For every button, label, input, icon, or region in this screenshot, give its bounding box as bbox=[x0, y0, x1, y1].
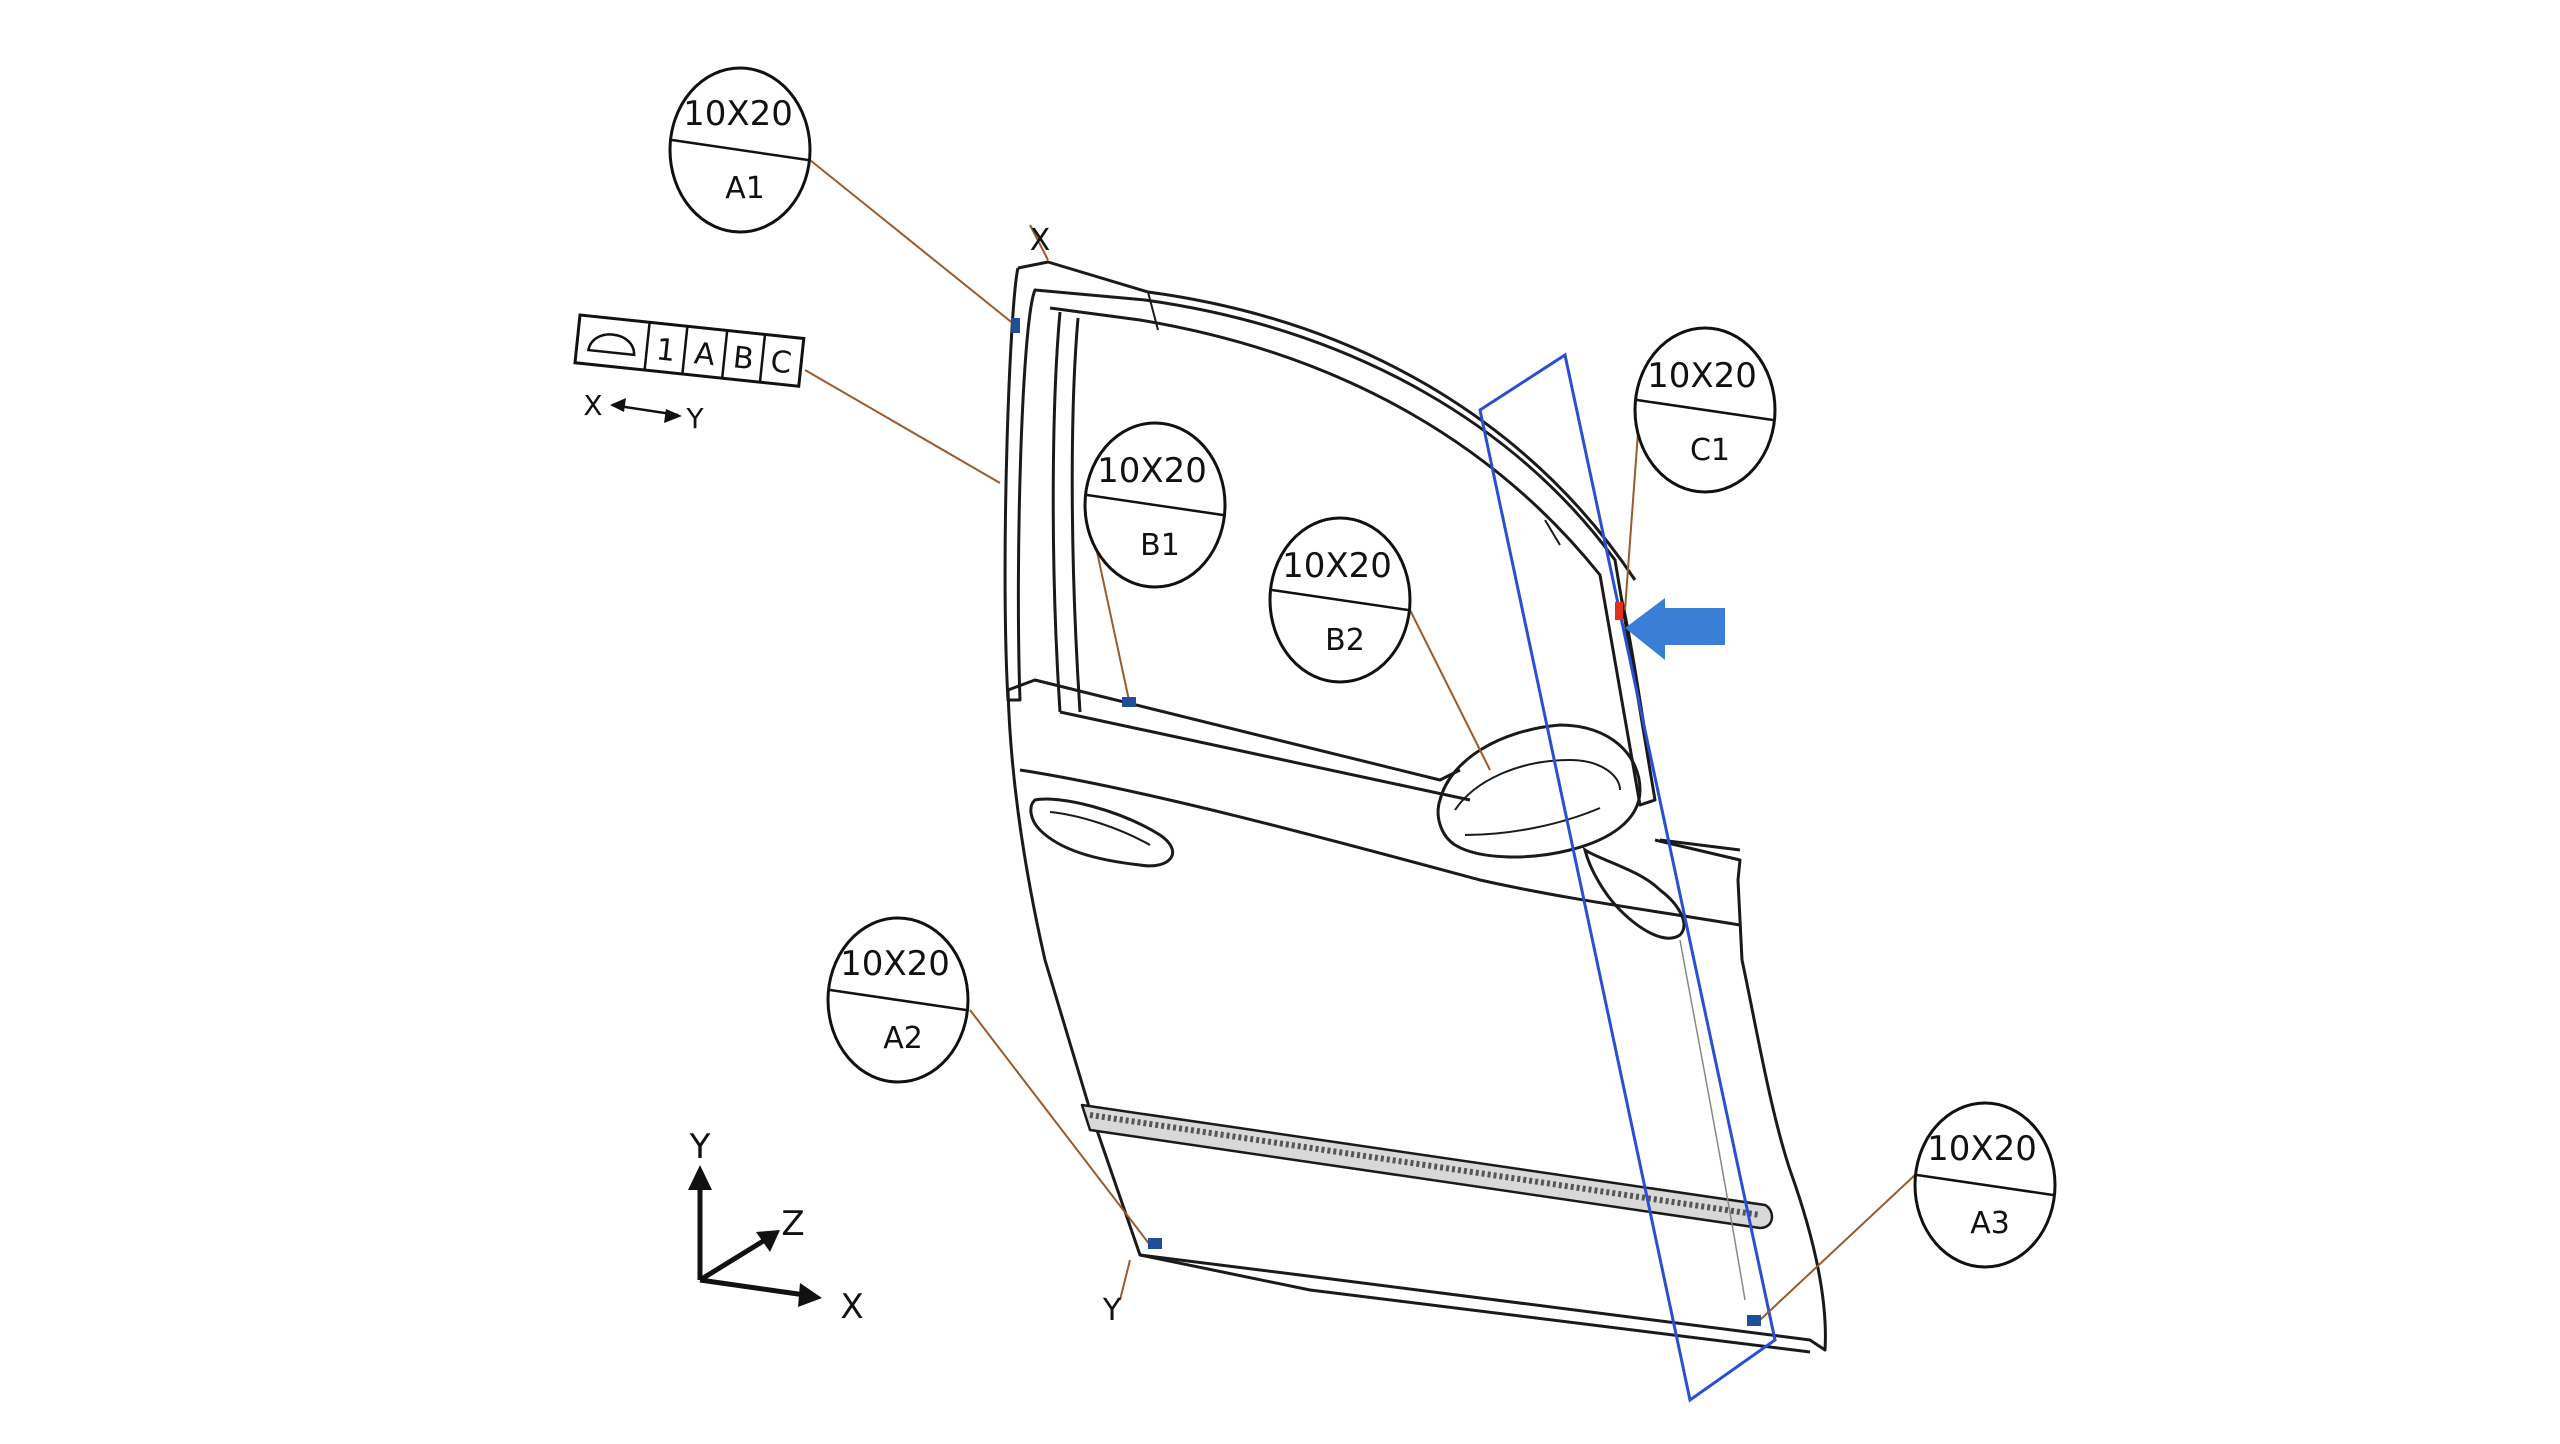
feature-control-frame: 1 A B C bbox=[573, 313, 806, 388]
datum-bubble-b2: 10X20 B2 bbox=[1268, 516, 1412, 684]
datum-bubble-a3: 10X20 A3 bbox=[1913, 1101, 2057, 1269]
axis-y-arrow-icon bbox=[688, 1165, 712, 1190]
belt-line-upper bbox=[1007, 678, 1461, 782]
leader-a2 bbox=[969, 1009, 1151, 1246]
leader-c1 bbox=[1624, 404, 1641, 611]
profile-of-surface-icon bbox=[586, 333, 636, 357]
marker-c1 bbox=[1615, 602, 1623, 620]
datum-c1-size: 10X20 bbox=[1647, 356, 1757, 396]
datum-a3-size: 10X20 bbox=[1927, 1129, 2037, 1169]
datum-bubble-a1: 10X20 A1 bbox=[668, 66, 812, 234]
leader-lines bbox=[804, 159, 1916, 1321]
section-plane bbox=[1478, 352, 1777, 1403]
datum-bubble-b1: 10X20 B1 bbox=[1083, 421, 1227, 589]
datum-b2-label: B2 bbox=[1325, 623, 1365, 658]
indicator-arrow bbox=[1625, 598, 1725, 660]
fcf-cell-1: 1 bbox=[654, 332, 677, 369]
axis-x-label: X bbox=[840, 1287, 863, 1327]
datum-bubble-a2: 10X20 A2 bbox=[826, 916, 970, 1084]
fcf-direction-to: Y bbox=[685, 402, 704, 435]
arrow-left-icon bbox=[610, 398, 626, 412]
label-x-top: X bbox=[1030, 223, 1051, 258]
datum-a2-label: A2 bbox=[883, 1021, 923, 1056]
axis-y-label: Y bbox=[689, 1127, 711, 1167]
datum-a1-size: 10X20 bbox=[683, 94, 793, 134]
marker-b1 bbox=[1122, 697, 1136, 707]
fcf-cell-a: A bbox=[692, 336, 717, 373]
datum-a2-size: 10X20 bbox=[840, 944, 950, 984]
leader-a1 bbox=[809, 159, 1016, 326]
label-y-bottom: Y bbox=[1102, 1293, 1122, 1328]
window-frame-inner-pillar bbox=[1051, 311, 1062, 713]
datum-a3-label: A3 bbox=[1970, 1206, 2010, 1241]
datum-b1-size: 10X20 bbox=[1097, 451, 1207, 491]
side-moulding bbox=[1080, 1103, 1774, 1230]
leader-b2 bbox=[1409, 609, 1491, 771]
mirror-arm bbox=[1582, 846, 1686, 940]
window-frame-outer bbox=[1003, 267, 1657, 807]
leader-x-top bbox=[1029, 224, 1049, 261]
door-bottom-edge bbox=[1139, 1253, 1811, 1354]
coordinate-axes bbox=[688, 1165, 822, 1307]
door-handle bbox=[1029, 797, 1174, 868]
fcf-direction-from: X bbox=[583, 389, 602, 422]
fcf-direction: X Y bbox=[583, 389, 704, 435]
datum-markers bbox=[1011, 318, 1761, 1326]
marker-a1 bbox=[1011, 318, 1020, 333]
side-mirror bbox=[1436, 723, 1686, 940]
marker-a3 bbox=[1747, 1315, 1761, 1326]
axis-z-arrow-icon bbox=[756, 1230, 780, 1252]
axis-x-arrow-icon bbox=[798, 1283, 822, 1307]
arrow-right-icon bbox=[664, 409, 682, 423]
datum-b1-label: B1 bbox=[1140, 528, 1180, 563]
fcf-cell-b: B bbox=[731, 340, 755, 377]
datum-c1-label: C1 bbox=[1690, 433, 1730, 468]
datum-a1-label: A1 bbox=[725, 171, 765, 206]
door-body-outline bbox=[1006, 689, 1827, 1352]
door-shoulder-line bbox=[1019, 768, 1741, 927]
fcf-cell-c: C bbox=[769, 344, 793, 381]
window-frame-inner-pillar-2 bbox=[1070, 317, 1082, 713]
marker-a2 bbox=[1148, 1238, 1162, 1249]
leader-fcf bbox=[804, 369, 1001, 484]
belt-line-lower bbox=[1059, 710, 1471, 802]
datum-bubble-c1: 10X20 C1 bbox=[1633, 326, 1777, 494]
window-frame-top bbox=[1017, 260, 1637, 581]
leader-a3 bbox=[1759, 1174, 1916, 1321]
axis-z-label: Z bbox=[781, 1204, 804, 1244]
mirror-housing bbox=[1436, 723, 1642, 859]
datum-b2-size: 10X20 bbox=[1282, 546, 1392, 586]
leader-y-bottom bbox=[1119, 1259, 1131, 1301]
